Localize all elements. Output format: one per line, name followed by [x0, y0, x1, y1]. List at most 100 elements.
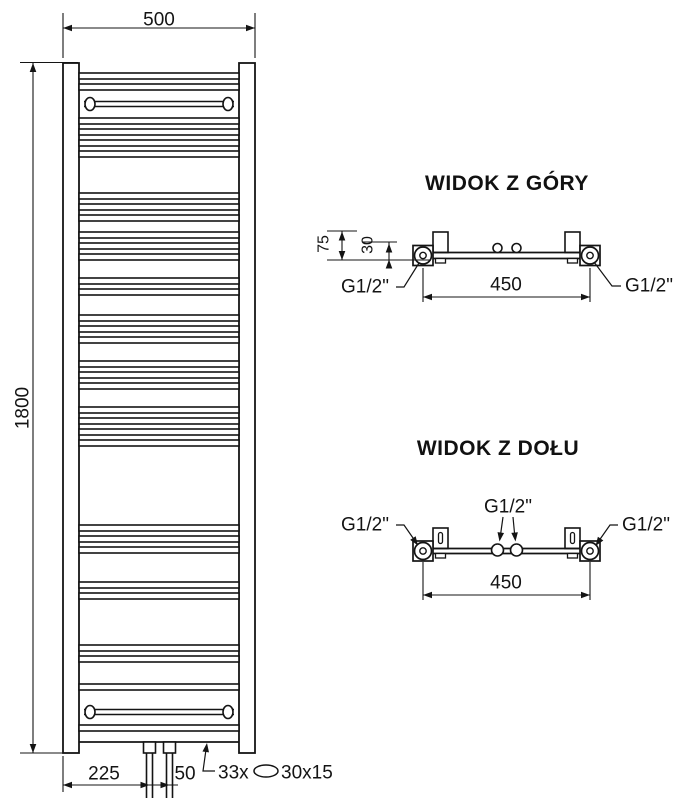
rung [78, 128, 240, 136]
leader-line [596, 524, 618, 544]
height-dimension-label: 1800 [13, 387, 34, 429]
leader-arrow [202, 743, 209, 753]
rung [78, 314, 240, 322]
leader-line [396, 524, 417, 544]
leader-line [396, 262, 420, 288]
offset-dimension-label: 225 [88, 764, 120, 785]
bracket-knob [222, 704, 234, 720]
thread-label: G1/2" [625, 276, 673, 297]
rung [78, 371, 240, 379]
span-dimension-label: 450 [490, 275, 522, 296]
dimension-arrow [338, 231, 346, 241]
rung [78, 242, 240, 250]
rung [78, 139, 240, 147]
thread-label: G1/2" [484, 497, 532, 518]
bottom-view-bracket-foot [566, 552, 579, 559]
right-collector [238, 62, 256, 754]
tube-count-label: 33x [218, 763, 249, 784]
bottom-view-bracket-slot [569, 531, 576, 545]
top-view-wall-bracket [432, 231, 449, 254]
rung [78, 231, 240, 239]
top-view-center-connection [492, 242, 503, 254]
rung [78, 277, 240, 285]
rung [78, 203, 240, 211]
top-view-bracket-foot [566, 257, 579, 264]
bottom-view-thread-port [586, 547, 594, 555]
span-dimension-label: 450 [490, 573, 522, 594]
thread-label: G1/2" [341, 515, 389, 536]
top-view-thread-port [586, 251, 594, 260]
leader-line [202, 745, 215, 772]
left-collector [62, 62, 80, 754]
top-view-bracket-foot [434, 257, 447, 264]
top-view-thread-port [419, 251, 427, 260]
dimension-arrow [246, 24, 255, 32]
bracket-knob [84, 96, 96, 112]
rung [78, 288, 240, 296]
bottom-connection-stub [142, 741, 157, 754]
rung [78, 192, 240, 200]
rung [78, 325, 240, 333]
rung [78, 360, 240, 368]
leader-arrow [595, 536, 604, 546]
bottom-connection-stub [162, 741, 177, 754]
tube-size-label: 30x15 [281, 763, 333, 784]
leader-arrow [511, 532, 518, 542]
dimension-arrow [160, 781, 170, 789]
dimension-arrow [423, 293, 432, 301]
dimension-arrow [581, 293, 590, 301]
rung [78, 592, 240, 600]
rung [78, 428, 240, 436]
rung [78, 655, 240, 663]
rung [78, 644, 240, 652]
dimension-arrow [63, 781, 72, 789]
rung [78, 253, 240, 261]
top-view-title: WIDOK Z GÓRY [425, 172, 589, 195]
thread-label: G1/2" [622, 515, 670, 536]
bottom-view-center-connection [509, 543, 524, 557]
bottom-view-center-connection [490, 543, 505, 557]
dimension-arrow [140, 781, 150, 789]
bottom-view-title: WIDOK Z DOŁU [416, 437, 580, 460]
rung [78, 406, 240, 414]
rung [78, 214, 240, 222]
rung [78, 382, 240, 390]
rung [78, 83, 240, 91]
rung [78, 535, 240, 543]
leader-arrow [497, 532, 505, 542]
rung [78, 117, 240, 125]
dimension-arrow [423, 591, 432, 599]
dimension-arrow [63, 24, 72, 32]
rung [78, 546, 240, 554]
dimension-arrow [581, 591, 590, 599]
rung [78, 336, 240, 344]
rung [78, 581, 240, 589]
depth-dimension-label: 75 [316, 235, 333, 253]
standoff-dimension-label: 30 [360, 236, 377, 254]
dimension-arrow [29, 63, 37, 72]
width-dimension-label: 500 [143, 10, 175, 31]
thread-label: G1/2" [341, 277, 389, 298]
bottom-view-bracket-slot [437, 531, 444, 545]
top-view-center-connection [511, 242, 522, 254]
rung [78, 417, 240, 425]
bottom-view-thread-port [419, 547, 427, 555]
bracket-knob [84, 704, 96, 720]
dimension-arrow [338, 251, 346, 260]
dimension-arrow [385, 243, 393, 253]
spacing-dimension-label: 50 [174, 764, 195, 785]
rung [78, 724, 240, 732]
rung [78, 439, 240, 447]
rung [78, 72, 240, 80]
dimension-arrow [29, 744, 37, 753]
leader-arrow [410, 536, 418, 546]
dimension-arrow [385, 259, 393, 269]
leader-line [593, 261, 621, 287]
top-view-wall-bracket [564, 231, 581, 254]
bracket-knob [222, 96, 234, 112]
tube-oval-symbol [253, 764, 279, 778]
bottom-view-bracket-foot [434, 552, 447, 559]
rung [78, 524, 240, 532]
